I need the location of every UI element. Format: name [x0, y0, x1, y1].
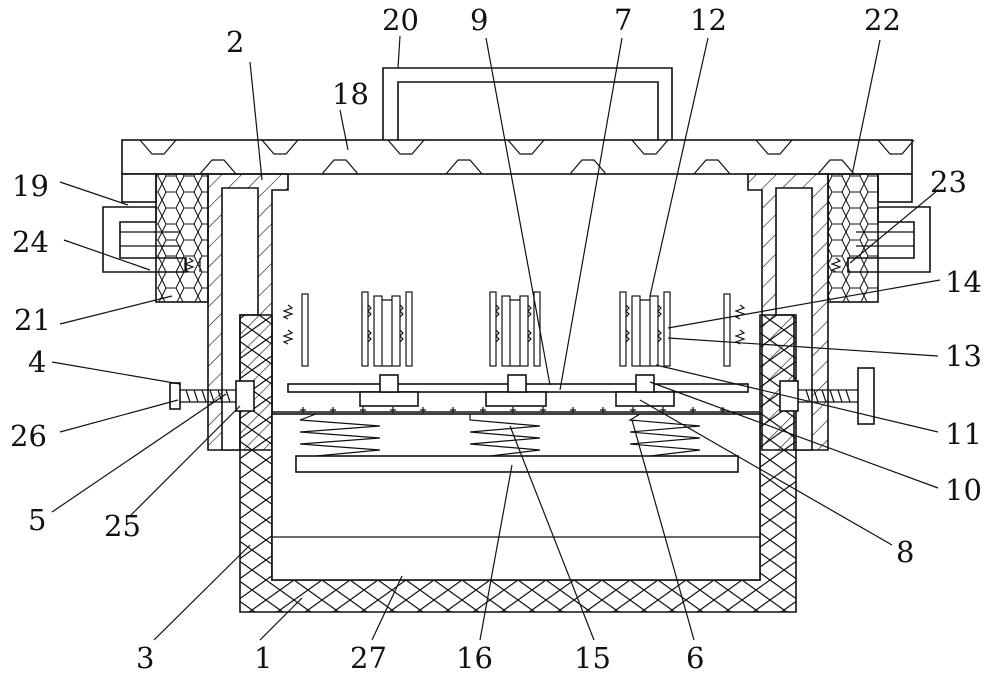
outer-shell — [207, 173, 829, 451]
label-13: 13 — [945, 339, 982, 373]
leader-lines — [51, 35, 941, 641]
label-12: 12 — [690, 3, 727, 37]
label-7: 7 — [614, 3, 632, 37]
label-15: 15 — [574, 641, 611, 675]
label-14: 14 — [945, 265, 982, 299]
right-clip — [847, 206, 931, 273]
label-5: 5 — [28, 503, 46, 537]
label-25: 25 — [104, 509, 141, 543]
label-9: 9 — [470, 3, 488, 37]
handle — [382, 67, 673, 140]
label-10: 10 — [945, 473, 982, 507]
left-clip — [102, 206, 187, 273]
label-2: 2 — [226, 25, 244, 59]
label-19: 19 — [12, 169, 49, 203]
label-26: 26 — [10, 419, 47, 453]
label-1: 1 — [254, 641, 272, 675]
lid — [121, 139, 915, 175]
reference-labels: 2 18 20 9 7 12 22 19 24 21 4 26 5 25 23 … — [10, 3, 982, 675]
label-8: 8 — [896, 535, 914, 569]
clamp-assemblies — [282, 291, 746, 367]
label-4: 4 — [28, 345, 46, 379]
label-18: 18 — [332, 77, 369, 111]
label-16: 16 — [456, 641, 493, 675]
label-22: 22 — [864, 3, 901, 37]
label-6: 6 — [686, 641, 704, 675]
label-21: 21 — [14, 303, 51, 337]
label-3: 3 — [136, 641, 154, 675]
label-20: 20 — [382, 3, 419, 37]
label-23: 23 — [930, 165, 967, 199]
label-27: 27 — [350, 641, 387, 675]
label-11: 11 — [945, 417, 982, 451]
label-24: 24 — [12, 225, 49, 259]
